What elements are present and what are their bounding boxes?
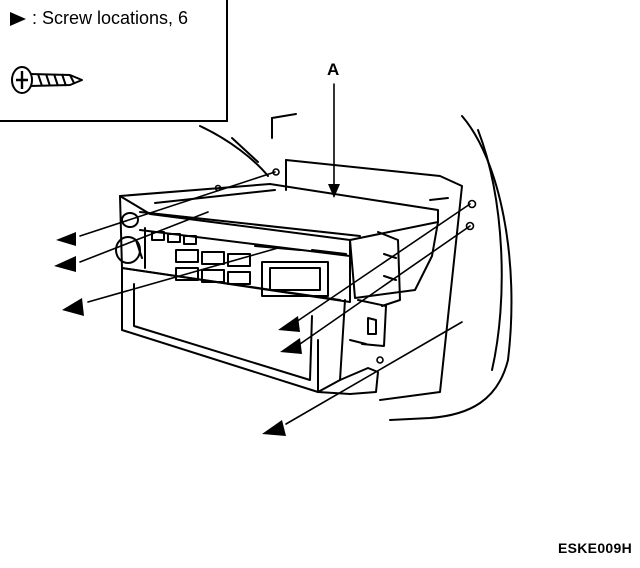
figure-code: ESKE009H [558, 540, 632, 556]
leader-line-5 [299, 225, 471, 345]
screw-arrow-5 [280, 338, 302, 354]
callout-a-arrow [328, 83, 340, 198]
screw-arrow-3 [62, 298, 84, 316]
leader-line-1 [79, 171, 276, 237]
radio-unit [115, 183, 439, 307]
legend-text: : Screw locations, 6 [32, 8, 189, 28]
triangle-arrow-icon [10, 11, 26, 26]
screw-leaders [79, 168, 477, 425]
leader-line-6 [285, 321, 463, 425]
dashboard-panel [199, 113, 513, 421]
mounting-bracket [121, 267, 387, 395]
callout-label-a: A [327, 60, 340, 79]
leader-line-4 [295, 203, 471, 323]
screw-arrow-1 [56, 232, 76, 246]
screw-arrow-6 [262, 420, 286, 436]
screw-arrow-2 [54, 256, 76, 272]
leader-line-2 [79, 211, 209, 263]
screw-location-arrows [54, 232, 302, 436]
leader-line-3 [87, 247, 279, 303]
screw-icon [11, 66, 83, 94]
screw-arrow-4 [278, 316, 300, 332]
legend-line: : Screw locations, 6 [10, 8, 188, 29]
legend-box: : Screw locations, 6 [0, 0, 228, 122]
